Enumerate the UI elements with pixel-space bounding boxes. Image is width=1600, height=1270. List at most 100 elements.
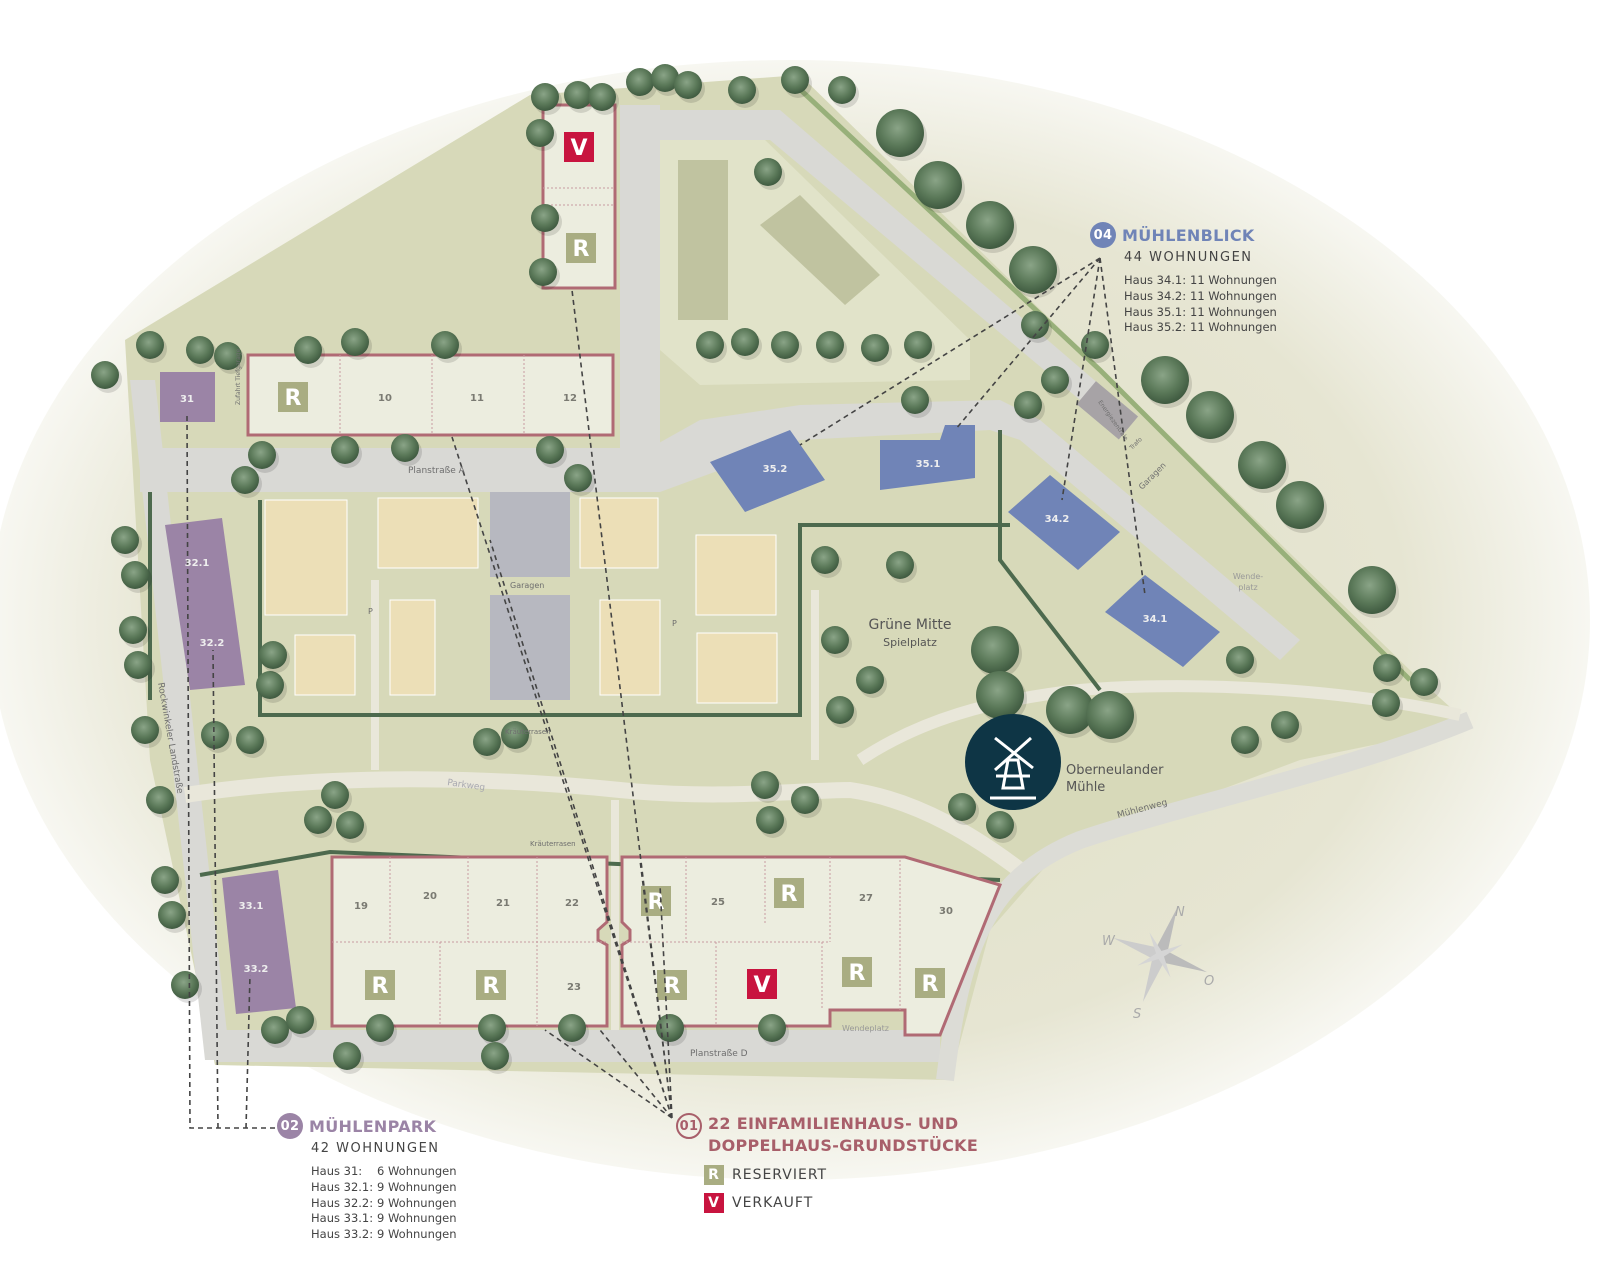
- building-33: [222, 870, 296, 1014]
- plot-number: 27: [859, 893, 873, 904]
- tree: [1410, 668, 1438, 696]
- row-house: [696, 632, 778, 704]
- legend-title: 22 EINFAMILIENHAUS- UND: [708, 1114, 959, 1133]
- plot-dividers: [332, 187, 901, 1026]
- tree: [876, 109, 924, 157]
- tree: [478, 1014, 506, 1042]
- label-wendeplatz: Wende-: [1233, 572, 1263, 581]
- tree: [588, 83, 616, 111]
- tree: [473, 728, 501, 756]
- tree: [696, 331, 724, 359]
- label-33-1: 33.1: [239, 901, 264, 912]
- tree: [321, 781, 349, 809]
- label-31: 31: [180, 394, 194, 405]
- tree: [256, 671, 284, 699]
- site-ground: [125, 75, 1470, 1080]
- tree: [1348, 566, 1396, 614]
- leader-lines: [186, 257, 1146, 1129]
- plot-status-code: R: [648, 890, 665, 915]
- compass-rose-icon: [1113, 908, 1207, 1002]
- plot-number: 21: [496, 898, 510, 909]
- legend-row: Haus 34.1:11 Wohnungen: [1124, 273, 1277, 289]
- tree: [158, 901, 186, 929]
- label-34-1: 34.1: [1143, 614, 1168, 625]
- compass-labels: N O S W: [1102, 905, 1214, 1022]
- legend-row: Haus 33.2:9 Wohnungen: [311, 1227, 457, 1243]
- plot-number: 25: [711, 897, 725, 908]
- building-34-2: [1008, 475, 1120, 570]
- status-label: RESERVIERT: [732, 1167, 828, 1183]
- label-planstrasse-d: Planstraße D: [690, 1049, 748, 1059]
- tree: [431, 331, 459, 359]
- plot-number: 19: [354, 901, 368, 912]
- tree: [901, 386, 929, 414]
- tree: [1372, 689, 1400, 717]
- building-35-1: [880, 425, 975, 490]
- tree: [366, 1014, 394, 1042]
- sports-field: [678, 160, 728, 320]
- status-badge: R: [704, 1165, 724, 1185]
- plot-area-row: [246, 353, 615, 437]
- unit-count: 9 Wohnungen: [377, 1211, 457, 1226]
- tree: [171, 971, 199, 999]
- tree: [1009, 246, 1057, 294]
- tree: [1141, 356, 1189, 404]
- house-name: Haus 33.2:: [311, 1227, 374, 1242]
- label-35-1: 35.1: [916, 459, 941, 470]
- plots-01: [246, 103, 1003, 1037]
- tree: [966, 201, 1014, 249]
- tree: [674, 71, 702, 99]
- unit-count: 9 Wohnungen: [377, 1179, 457, 1194]
- tree: [146, 786, 174, 814]
- plot-status-code: R: [483, 974, 500, 999]
- row-house: [264, 499, 348, 616]
- compass-n: N: [1175, 905, 1185, 920]
- tree: [1086, 691, 1134, 739]
- plot-number: 10: [378, 393, 392, 404]
- tree: [791, 786, 819, 814]
- row-house: [579, 497, 659, 569]
- plot-reserved-marker: R: [657, 970, 687, 1000]
- tree: [731, 328, 759, 356]
- plot-sold-marker: V: [564, 132, 594, 162]
- garage-block: [490, 492, 570, 577]
- buildings-04: [710, 381, 1220, 667]
- status-badge: V: [704, 1193, 724, 1213]
- tree: [529, 258, 557, 286]
- label-spielplatz: Spielplatz: [883, 636, 937, 649]
- plot-status-code: R: [922, 972, 939, 997]
- tree: [341, 328, 369, 356]
- tree: [821, 626, 849, 654]
- legend-title: MÜHLENBLICK: [1122, 225, 1255, 245]
- house-name: Haus 32.1:: [311, 1179, 374, 1194]
- tree: [111, 526, 139, 554]
- building-32: [165, 518, 245, 690]
- tree: [1041, 366, 1069, 394]
- badge-04: 04: [1090, 222, 1116, 248]
- tree: [771, 331, 799, 359]
- legend-row: Haus 34.2:11 Wohnungen: [1124, 289, 1277, 305]
- tree: [756, 806, 784, 834]
- plot-sold-marker: V: [747, 969, 777, 999]
- house-name: Haus 34.2:: [1124, 288, 1187, 303]
- tree: [1231, 726, 1259, 754]
- label-gruene-mitte: Grüne Mitte: [869, 617, 952, 633]
- tree: [904, 331, 932, 359]
- tree: [914, 161, 962, 209]
- label-zufahrt: Zufahrt Tiefgarage: [235, 348, 242, 405]
- row-house: [599, 599, 661, 696]
- tree: [214, 342, 242, 370]
- legend-row: Haus 31:6 Wohnungen: [311, 1164, 457, 1180]
- row-house: [377, 497, 479, 569]
- tree: [331, 436, 359, 464]
- house-name: Haus 32.2:: [311, 1195, 374, 1210]
- tree: [124, 651, 152, 679]
- unit-count: 11 Wohnungen: [1190, 288, 1277, 303]
- tree: [856, 666, 884, 694]
- parkweg-path: [183, 771, 1025, 877]
- legend-title: DOPPELHAUS-GRUNDSTÜCKE: [708, 1136, 979, 1155]
- unit-count: 11 Wohnungen: [1190, 273, 1277, 287]
- plot-status-code: R: [372, 974, 389, 999]
- compass-w: W: [1102, 934, 1116, 949]
